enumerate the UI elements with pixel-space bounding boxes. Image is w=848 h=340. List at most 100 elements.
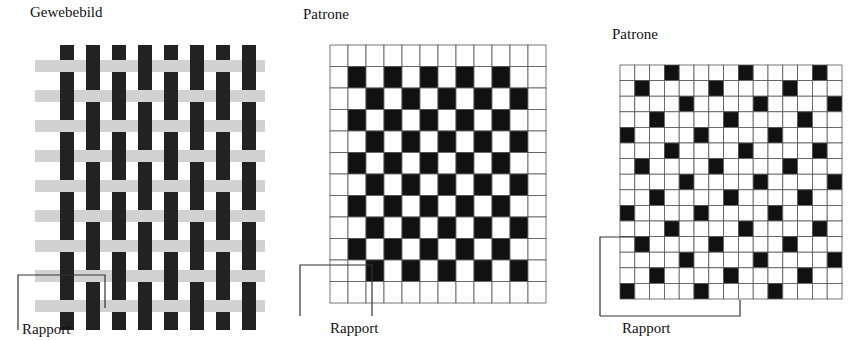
- grid-cell: [709, 159, 724, 175]
- grid-cell: [679, 143, 694, 159]
- grid-cell: [348, 110, 366, 132]
- grid-cell: [738, 205, 753, 221]
- grid-cell: [635, 268, 650, 284]
- grid-cell: [402, 217, 420, 239]
- grid-cell: [366, 174, 384, 196]
- grid-cell: [620, 237, 635, 253]
- grid-cell: [456, 217, 474, 239]
- grid-cell: [812, 112, 827, 128]
- grid-cell: [474, 239, 492, 261]
- grid-cell: [812, 127, 827, 143]
- warp-thread: [190, 45, 204, 330]
- grid-cell: [635, 237, 650, 253]
- grid-cell: [679, 127, 694, 143]
- repeat-bracket: [600, 300, 740, 316]
- grid-cell: [724, 221, 739, 237]
- grid-cell: [783, 190, 798, 206]
- grid-cell: [510, 260, 528, 282]
- grid-cell: [798, 96, 813, 112]
- grid-cell: [620, 268, 635, 284]
- grid-cell: [348, 282, 366, 304]
- grid-cell: [798, 143, 813, 159]
- grid-cell: [724, 252, 739, 268]
- grid-cell: [456, 153, 474, 175]
- grid-cell: [783, 127, 798, 143]
- grid-cell: [650, 190, 665, 206]
- grid-cell: [620, 159, 635, 175]
- grid-cell: [812, 159, 827, 175]
- weft-float: [84, 210, 102, 222]
- grid-cell: [456, 174, 474, 196]
- weft-float: [110, 300, 128, 312]
- grid-cell: [827, 205, 842, 221]
- grid-cell: [650, 283, 665, 299]
- grid-cell: [664, 174, 679, 190]
- grid-cell: [620, 127, 635, 143]
- grid-cell: [768, 81, 783, 97]
- grid-cell: [650, 159, 665, 175]
- weft-float: [240, 150, 258, 162]
- grid-cell: [694, 221, 709, 237]
- grid-cell: [709, 81, 724, 97]
- grid-cell: [679, 205, 694, 221]
- grid-cell: [753, 159, 768, 175]
- grid-cell: [635, 143, 650, 159]
- grid-cell: [438, 217, 456, 239]
- grid-cell: [330, 239, 348, 261]
- grid-cell: [456, 196, 474, 218]
- grid-cell: [384, 282, 402, 304]
- grid-cell: [635, 96, 650, 112]
- weft-float: [188, 150, 206, 162]
- grid-cell: [366, 153, 384, 175]
- grid-cell: [528, 67, 546, 89]
- grid-cell: [827, 283, 842, 299]
- grid-cell: [420, 217, 438, 239]
- grid-cell: [492, 45, 510, 67]
- grid-cell: [798, 221, 813, 237]
- weft-float: [110, 60, 128, 72]
- grid-cell: [348, 174, 366, 196]
- grid-cell: [753, 96, 768, 112]
- grid-cell: [474, 217, 492, 239]
- grid-cell: [348, 239, 366, 261]
- grid-cell: [724, 205, 739, 221]
- grid-cell: [635, 159, 650, 175]
- grid-cell: [738, 268, 753, 284]
- grid-cell: [510, 282, 528, 304]
- grid-cell: [753, 221, 768, 237]
- grid-cell: [348, 196, 366, 218]
- weft-float: [136, 210, 154, 222]
- grid-cell: [620, 143, 635, 159]
- grid-cell: [620, 174, 635, 190]
- grid-cell: [420, 153, 438, 175]
- grid-cell: [679, 174, 694, 190]
- grid-cell: [679, 268, 694, 284]
- weft-float: [162, 300, 180, 312]
- grid-cell: [384, 45, 402, 67]
- grid-cell: [650, 252, 665, 268]
- grid-cell: [783, 159, 798, 175]
- grid-cell: [753, 252, 768, 268]
- grid-cell: [510, 196, 528, 218]
- grid-cell: [650, 65, 665, 81]
- grid-cell: [348, 88, 366, 110]
- grid-cell: [709, 174, 724, 190]
- grid-cell: [798, 81, 813, 97]
- grid-cell: [738, 221, 753, 237]
- grid-cell: [366, 239, 384, 261]
- weft-float: [58, 300, 76, 312]
- grid-cell: [384, 153, 402, 175]
- grid-cell: [650, 127, 665, 143]
- grid-cell: [768, 127, 783, 143]
- grid-cell: [650, 237, 665, 253]
- grid-cell: [528, 174, 546, 196]
- grid-cell: [679, 65, 694, 81]
- grid-cell: [694, 96, 709, 112]
- grid-cell: [753, 174, 768, 190]
- grid-cell: [402, 260, 420, 282]
- grid-cell: [709, 127, 724, 143]
- grid-cell: [768, 159, 783, 175]
- grid-cell: [420, 282, 438, 304]
- grid-cell: [679, 190, 694, 206]
